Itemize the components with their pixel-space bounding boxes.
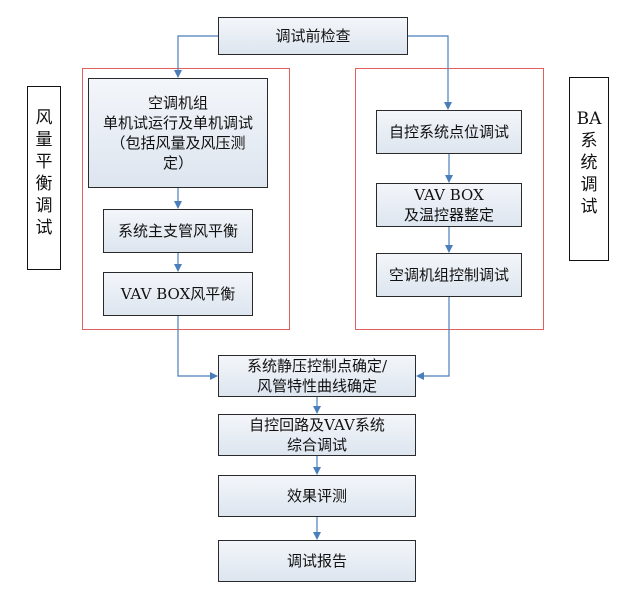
step-report: 调试报告 [218,540,416,582]
arrow-precheck-to-point-test [408,35,452,110]
step-vav-box-setup: VAV BOX 及温控器整定 [376,183,522,227]
step-ahu-unit-test: 空调机组 单机试运行及单机调试 （包括风量及风压测 定） [88,78,268,188]
arrow-vav-balance-to-static-pressure [177,316,218,380]
arrow-ahu-control-to-static-pressure [416,297,450,380]
group-air-balance [82,68,290,330]
step-precheck: 调试前检查 [218,17,408,55]
step-main-branch-balance: 系统主支管风平衡 [103,209,253,253]
step-loop-test: 自控回路及VAV系统 综合调试 [218,414,416,456]
step-evaluation: 效果评测 [218,475,416,517]
arrow-precheck-to-ahu-unit-test [174,35,218,78]
label-ba-system-commissioning: BA 系 统 调 试 [569,77,609,261]
step-vav-box-balance: VAV BOX风平衡 [103,272,253,316]
step-static-pressure: 系统静压控制点确定/ 风管特性曲线确定 [218,355,416,397]
step-point-test: 自控系统点位调试 [376,110,522,154]
label-air-balance-commissioning: 风 量 平 衡 调 试 [27,86,61,270]
step-ahu-control-test: 空调机组控制调试 [376,253,522,297]
